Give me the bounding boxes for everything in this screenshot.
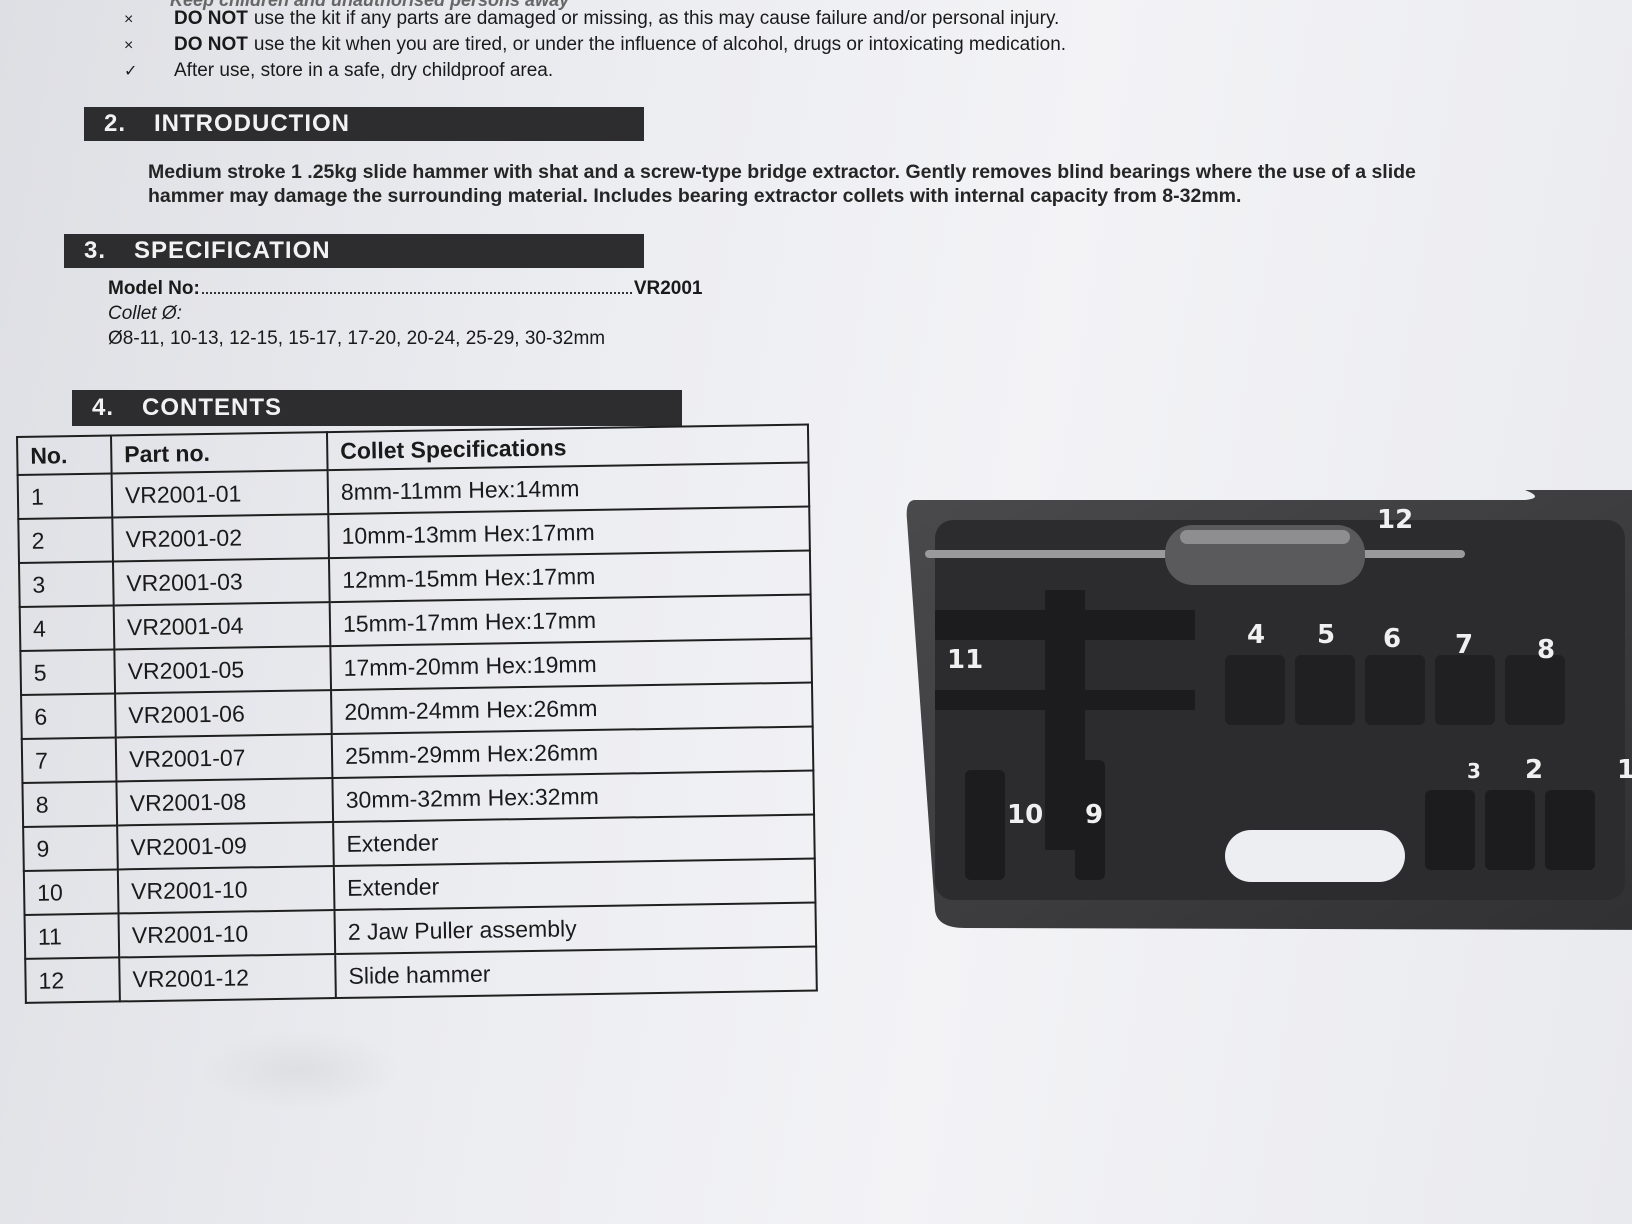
- collet: [1365, 655, 1425, 725]
- section-number: 4.: [92, 394, 115, 421]
- section-heading-introduction: 2. INTRODUCTION: [84, 107, 644, 141]
- cell-no: 7: [21, 737, 117, 783]
- section-number: 2.: [104, 110, 127, 137]
- collet: [1505, 655, 1565, 725]
- label-6: 6: [1383, 624, 1401, 654]
- extender: [965, 770, 1005, 880]
- cell-no: 6: [21, 693, 116, 739]
- label-2: 2: [1525, 755, 1543, 785]
- label-9: 9: [1085, 800, 1103, 830]
- warning-text: After use, store in a safe, dry childpro…: [174, 60, 554, 81]
- cell-no: 10: [23, 869, 119, 915]
- collet: [1425, 790, 1475, 870]
- cell-collet-spec: 25mm-29mm Hex:26mm: [331, 726, 814, 779]
- cell-collet-spec: Extender: [333, 858, 816, 911]
- cell-part-no: VR2001-03: [112, 558, 330, 606]
- section-title: CONTENTS: [142, 394, 282, 421]
- cell-part-no: VR2001-08: [116, 778, 334, 826]
- cell-part-no: VR2001-01: [111, 470, 329, 518]
- label-10: 10: [1007, 800, 1043, 830]
- label-5: 5: [1317, 620, 1335, 650]
- cell-part-no: VR2001-07: [115, 734, 333, 782]
- cell-collet-spec: 15mm-17mm Hex:17mm: [329, 594, 812, 647]
- warning-strong: DO NOT: [174, 34, 248, 55]
- label-3: 3: [1467, 759, 1481, 783]
- cell-part-no: VR2001-10: [118, 910, 336, 958]
- cropped-line: Keep children and unauthorised persons a…: [170, 0, 570, 10]
- cell-part-no: VR2001-05: [114, 646, 332, 694]
- section-heading-contents: 4. CONTENTS: [72, 390, 682, 426]
- label-12: 12: [1377, 505, 1413, 535]
- cell-part-no: VR2001-12: [119, 954, 336, 1002]
- warning-text: use the kit if any parts are damaged or …: [253, 8, 1060, 29]
- section-title: INTRODUCTION: [154, 110, 350, 137]
- cell-no: 9: [23, 825, 118, 871]
- case-handle: [1225, 830, 1405, 882]
- model-label: Model No:: [108, 278, 200, 299]
- label-4: 4: [1247, 620, 1265, 650]
- cell-no: 3: [18, 561, 114, 607]
- label-11: 11: [947, 645, 983, 675]
- cross-icon: ×: [124, 37, 134, 54]
- cross-icon: ×: [124, 11, 134, 28]
- header-part-no: Part no.: [111, 432, 328, 474]
- collet-sizes: Ø8-11, 10-13, 12-15, 15-17, 17-20, 20-24…: [108, 328, 606, 349]
- cell-collet-spec: 8mm-11mm Hex:14mm: [327, 462, 810, 515]
- warning-item: × DO NOT use the kit when you are tired,…: [120, 34, 1066, 60]
- introduction-text: Medium stroke 1 .25kg slide hammer with …: [148, 161, 1416, 207]
- warning-strong: DO NOT: [174, 8, 248, 29]
- collet: [1225, 655, 1285, 725]
- label-1: 1: [1617, 755, 1632, 785]
- collet: [1545, 790, 1595, 870]
- cell-collet-spec: 12mm-15mm Hex:17mm: [328, 550, 811, 603]
- collet: [1485, 790, 1535, 870]
- model-value: VR2001: [633, 278, 703, 299]
- cell-no: 12: [25, 957, 120, 1003]
- section-title: SPECIFICATION: [134, 237, 331, 264]
- cell-collet-spec: Extender: [333, 814, 815, 867]
- collet: [1295, 655, 1355, 725]
- extender: [1075, 760, 1105, 880]
- cell-collet-spec: 20mm-24mm Hex:26mm: [331, 682, 813, 735]
- cell-collet-spec: 2 Jaw Puller assembly: [334, 902, 817, 955]
- specification-block: Model No: VR2001 Collet Ø: Ø8-11, 10-13,…: [108, 278, 703, 353]
- warning-item: × DO NOT use the kit if any parts are da…: [120, 8, 1066, 34]
- cell-no: 2: [18, 517, 113, 563]
- label-7: 7: [1455, 630, 1473, 660]
- kit-case-photo: 1 2 3 4 5 6 7 8 9 10 11 12: [906, 490, 1632, 930]
- warning-item: ✓ After use, store in a safe, dry childp…: [120, 60, 1066, 86]
- warning-list: × DO NOT use the kit if any parts are da…: [120, 8, 1066, 86]
- cell-part-no: VR2001-04: [113, 602, 331, 650]
- cell-part-no: VR2001-06: [115, 690, 332, 738]
- cell-collet-spec: 30mm-32mm Hex:32mm: [332, 770, 815, 823]
- label-8: 8: [1537, 635, 1555, 665]
- cell-part-no: VR2001-02: [112, 514, 329, 562]
- cell-no: 5: [20, 649, 116, 695]
- dotted-leader: [201, 278, 632, 294]
- collet: [1435, 655, 1495, 725]
- cell-no: 11: [24, 913, 120, 959]
- cell-collet-spec: Slide hammer: [335, 946, 817, 999]
- check-icon: ✓: [124, 63, 138, 80]
- part-labels: 1 2 3 4 5 6 7 8 9 10 11 12: [947, 505, 1632, 830]
- header-no: No.: [17, 435, 112, 475]
- section-heading-specification: 3. SPECIFICATION: [64, 234, 644, 268]
- paper-smudge: [200, 1030, 400, 1110]
- cell-part-no: VR2001-09: [117, 822, 334, 870]
- cell-collet-spec: 10mm-13mm Hex:17mm: [328, 506, 810, 559]
- cell-no: 1: [17, 473, 113, 519]
- section-number: 3.: [84, 237, 107, 264]
- cell-collet-spec: 17mm-20mm Hex:19mm: [330, 638, 812, 691]
- collet-label: Collet Ø:: [108, 303, 182, 324]
- warning-text: use the kit when you are tired, or under…: [253, 34, 1067, 55]
- model-row: Model No: VR2001: [108, 278, 703, 303]
- cell-no: 8: [22, 781, 118, 827]
- cell-no: 4: [19, 605, 115, 651]
- cell-part-no: VR2001-10: [117, 866, 335, 914]
